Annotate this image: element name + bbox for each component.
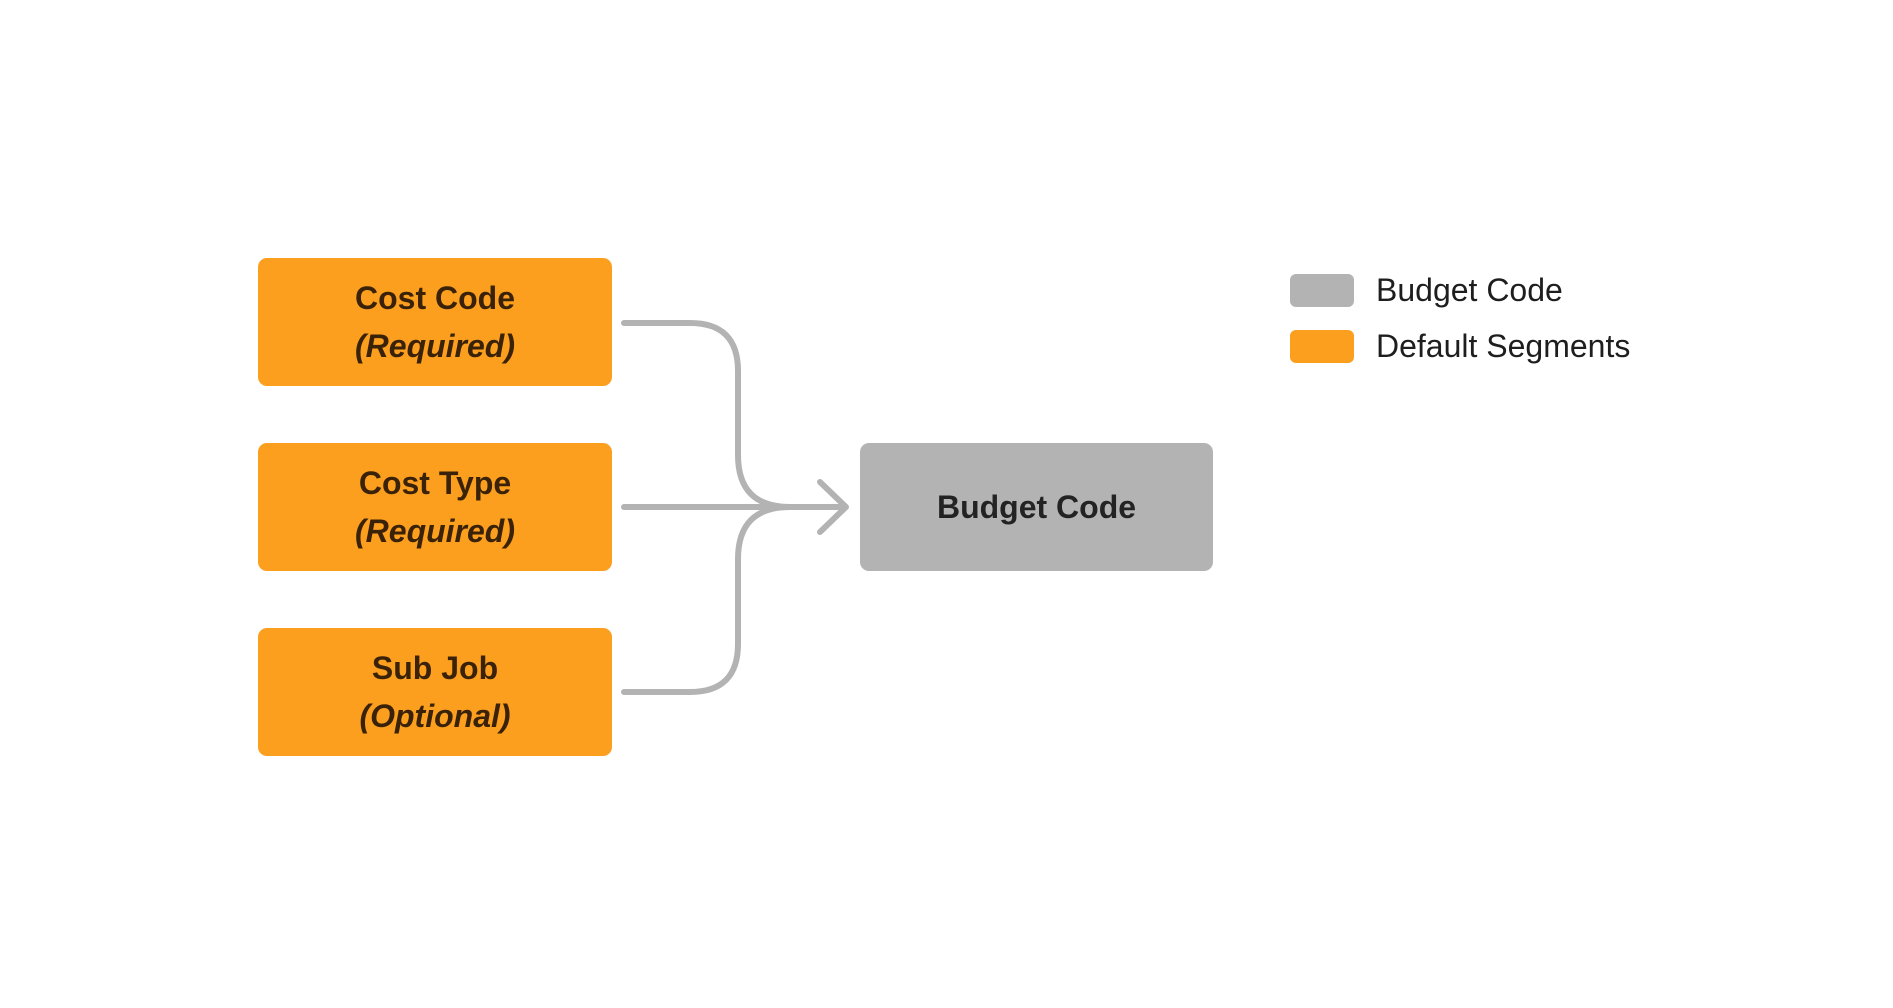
legend-label: Default Segments: [1376, 327, 1631, 364]
segment-requirement: (Required): [355, 328, 515, 364]
segment-name: Cost Code: [355, 280, 515, 316]
segment-name: Sub Job: [371, 650, 499, 686]
connector-cost-code: [621, 320, 845, 510]
segment-requirement: (Required): [355, 513, 515, 549]
segment-cost-code: Cost Code (Required): [258, 258, 612, 386]
segment-requirement: (Optional): [359, 698, 511, 734]
legend-label: Budget Code: [1376, 271, 1563, 308]
legend-swatch: [1290, 273, 1354, 307]
legend-item-default-segments: Default Segments: [1290, 318, 1630, 374]
arrowhead-icon: [817, 479, 849, 535]
segment-name: Cost Type: [358, 465, 512, 501]
connector-sub-job: [621, 504, 845, 695]
legend: Budget Code Default Segments: [1290, 262, 1630, 374]
budget-code-box: Budget Code: [860, 443, 1213, 571]
segment-sub-job: Sub Job (Optional): [258, 628, 612, 756]
legend-swatch: [1290, 329, 1354, 363]
budget-code-label: Budget Code: [936, 488, 1137, 525]
segment-cost-type: Cost Type (Required): [258, 443, 612, 571]
legend-item-budget-code: Budget Code: [1290, 262, 1630, 318]
